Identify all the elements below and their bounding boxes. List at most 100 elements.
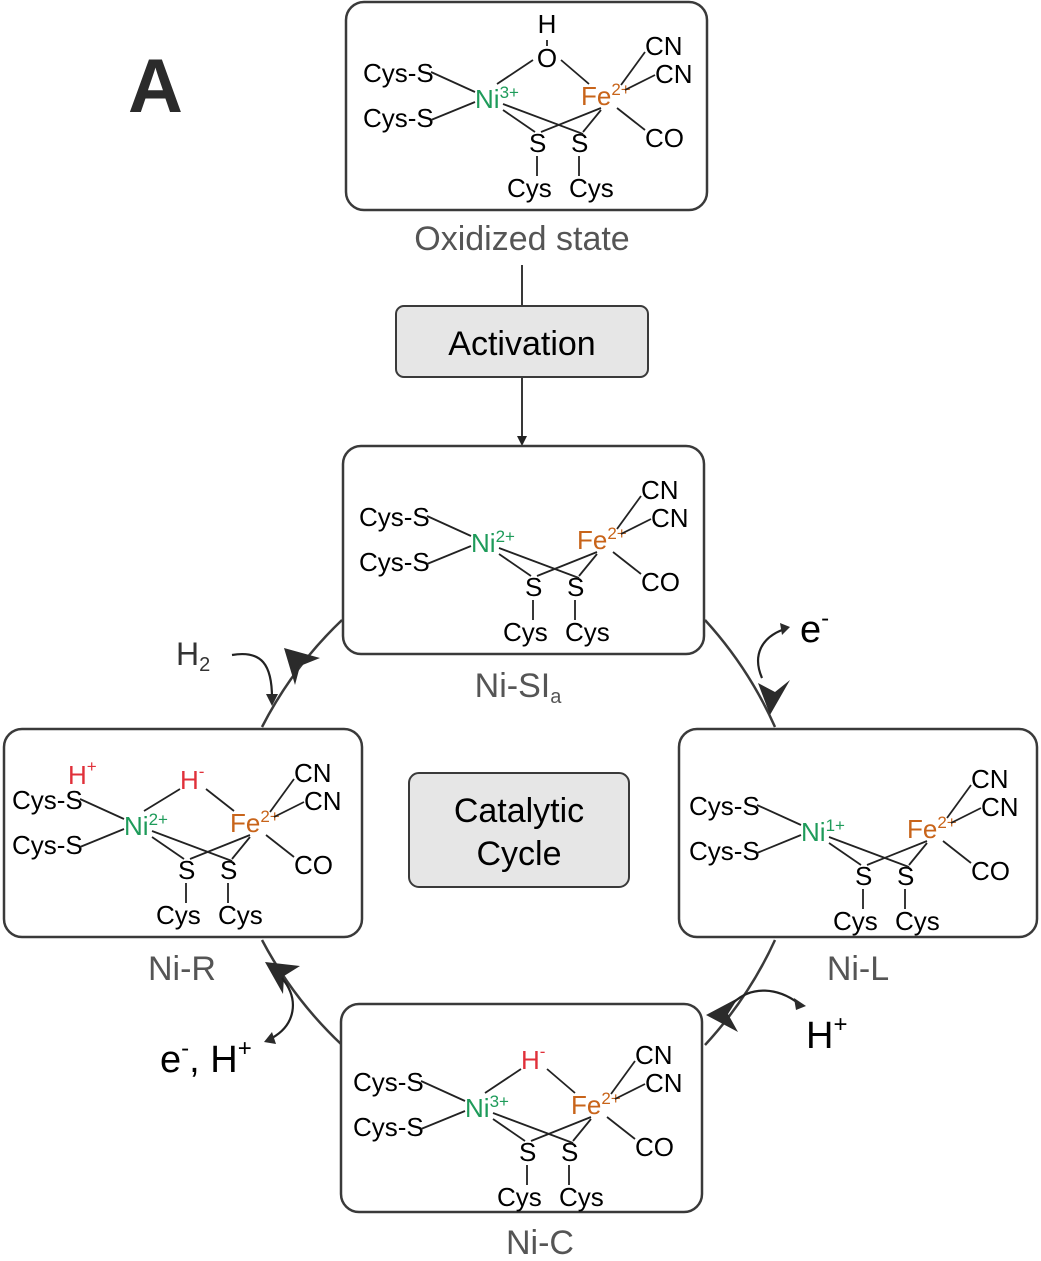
bridging-s-2: S [220,855,237,885]
e-out-arrow [757,628,783,679]
bridging-s-1: S [525,572,542,602]
cn-ligand-1: CN [641,475,679,505]
arrowhead-h2-entry [284,648,320,685]
activation-label: Activation [448,325,595,363]
bridging-s-2: S [567,572,584,602]
species-e-h-e: e [160,1039,181,1081]
activation-box [395,305,649,378]
bond-s1-ni [79,798,125,820]
cn-ligand-1: CN [645,31,683,61]
bond-s1-fe [866,840,928,866]
hydroxo-h: H [538,9,557,39]
box-ni-r [2,727,364,939]
arc-sia-to-nir [260,619,343,728]
arc-nic-to-nil [704,939,777,1046]
bond-s1-ni [430,71,476,93]
bond-s1-fe [189,834,251,860]
bond-fe-co [265,834,295,858]
caption-oxidized-state: Oxidized state [414,220,629,258]
bond-s2-ni [426,545,472,565]
cn-ligand-1: CN [971,764,1009,794]
cn-ligand-2: CN [981,792,1019,822]
co-ligand: CO [635,1132,674,1162]
bridging-cys-2: Cys [218,900,263,930]
caption-ni-sia: Ni-SIa [475,667,563,708]
bridging-s-1: S [519,1137,536,1167]
ligand-cys-s-2: Cys-S [689,836,760,866]
caption-ni-c: Ni-C [506,1224,574,1256]
arc-nil-to-sia [704,619,777,728]
bond-hydride-fe [546,1068,576,1094]
ligand-cys-s-1: Cys-S [363,58,434,88]
catalytic-label-line2: Cycle [476,835,561,873]
co-ligand: CO [971,856,1010,886]
bond-ni-s2 [828,836,910,868]
ligand-cys-s-1: Cys-S [12,785,83,815]
ligand-cys-s-1: Cys-S [353,1067,424,1097]
ligand-cys-s-2: Cys-S [359,547,430,577]
bond-fe-co [612,551,642,575]
h2-arrowhead [266,694,278,706]
ligand-cys-s-1: Cys-S [359,502,430,532]
catalytic-label-line1: Catalytic [454,792,584,830]
bond-s2-fe [578,553,598,577]
caption-ni-sia-main: Ni-SI [475,667,551,705]
species-e-h-h: H [210,1039,237,1081]
species-h-charge: + [833,1011,847,1038]
nickel-atom: Ni3+ [465,1092,509,1123]
bond-s1-ni [420,1080,466,1102]
nickel-atom: Ni3+ [475,83,519,114]
species-h-out: H+ [806,1011,847,1057]
side-arrows [231,628,799,1039]
bridging-cys-1: Cys [156,900,201,930]
cn-ligand-1: CN [294,758,332,788]
iron-atom: Fe2+ [577,524,627,555]
bridging-s-1: S [529,128,546,158]
arrowhead-nic-exit [706,998,738,1032]
bond-s1-ni [426,515,472,537]
bridging-cys-2: Cys [895,906,940,936]
bridging-cys-2: Cys [559,1182,604,1212]
bond-s2-fe [908,842,928,866]
cn-ligand-1: CN [635,1040,673,1070]
iron-atom: Fe2+ [581,80,631,111]
species-h2-sub: 2 [199,654,210,676]
bridging-cys-1: Cys [497,1182,542,1212]
hydride-h: H- [180,762,204,795]
box-ni-l [677,727,1039,939]
hydride-h: H- [521,1042,545,1075]
bond-fe-cn2 [614,1083,646,1100]
ligand-cys-s-2: Cys-S [363,103,434,133]
bond-ni-s2 [492,1112,574,1144]
bond-s2-fe [572,1118,592,1142]
bond-fe-cn1 [946,784,972,819]
species-e-main: e [800,609,821,651]
cn-ligand-2: CN [304,786,342,816]
bond-o-fe [560,59,590,85]
bridging-s-2: S [897,861,914,891]
bond-hydride-fe [205,788,235,812]
species-e-h-plus: + [238,1035,252,1062]
bond-ni-s2 [502,103,584,135]
arrowhead-nil-exit [758,680,790,715]
bond-s2-ni [756,834,802,854]
species-e-h-minus: - [181,1035,189,1062]
bond-fe-co [616,107,646,131]
bond-s2-ni [79,828,125,848]
panel-letter: A [128,44,183,129]
activation-arrowhead [517,436,527,446]
ligand-cys-s-2: Cys-S [353,1112,424,1142]
iron-atom: Fe2+ [230,807,280,838]
box-ni-sia [341,444,706,656]
bond-fe-co [606,1116,636,1140]
bridging-s-1: S [855,861,872,891]
box-ni-c [339,1002,704,1214]
bond-s2-ni [420,1110,466,1130]
bridging-s-2: S [571,128,588,158]
caption-ni-sia-sub: a [550,686,562,708]
